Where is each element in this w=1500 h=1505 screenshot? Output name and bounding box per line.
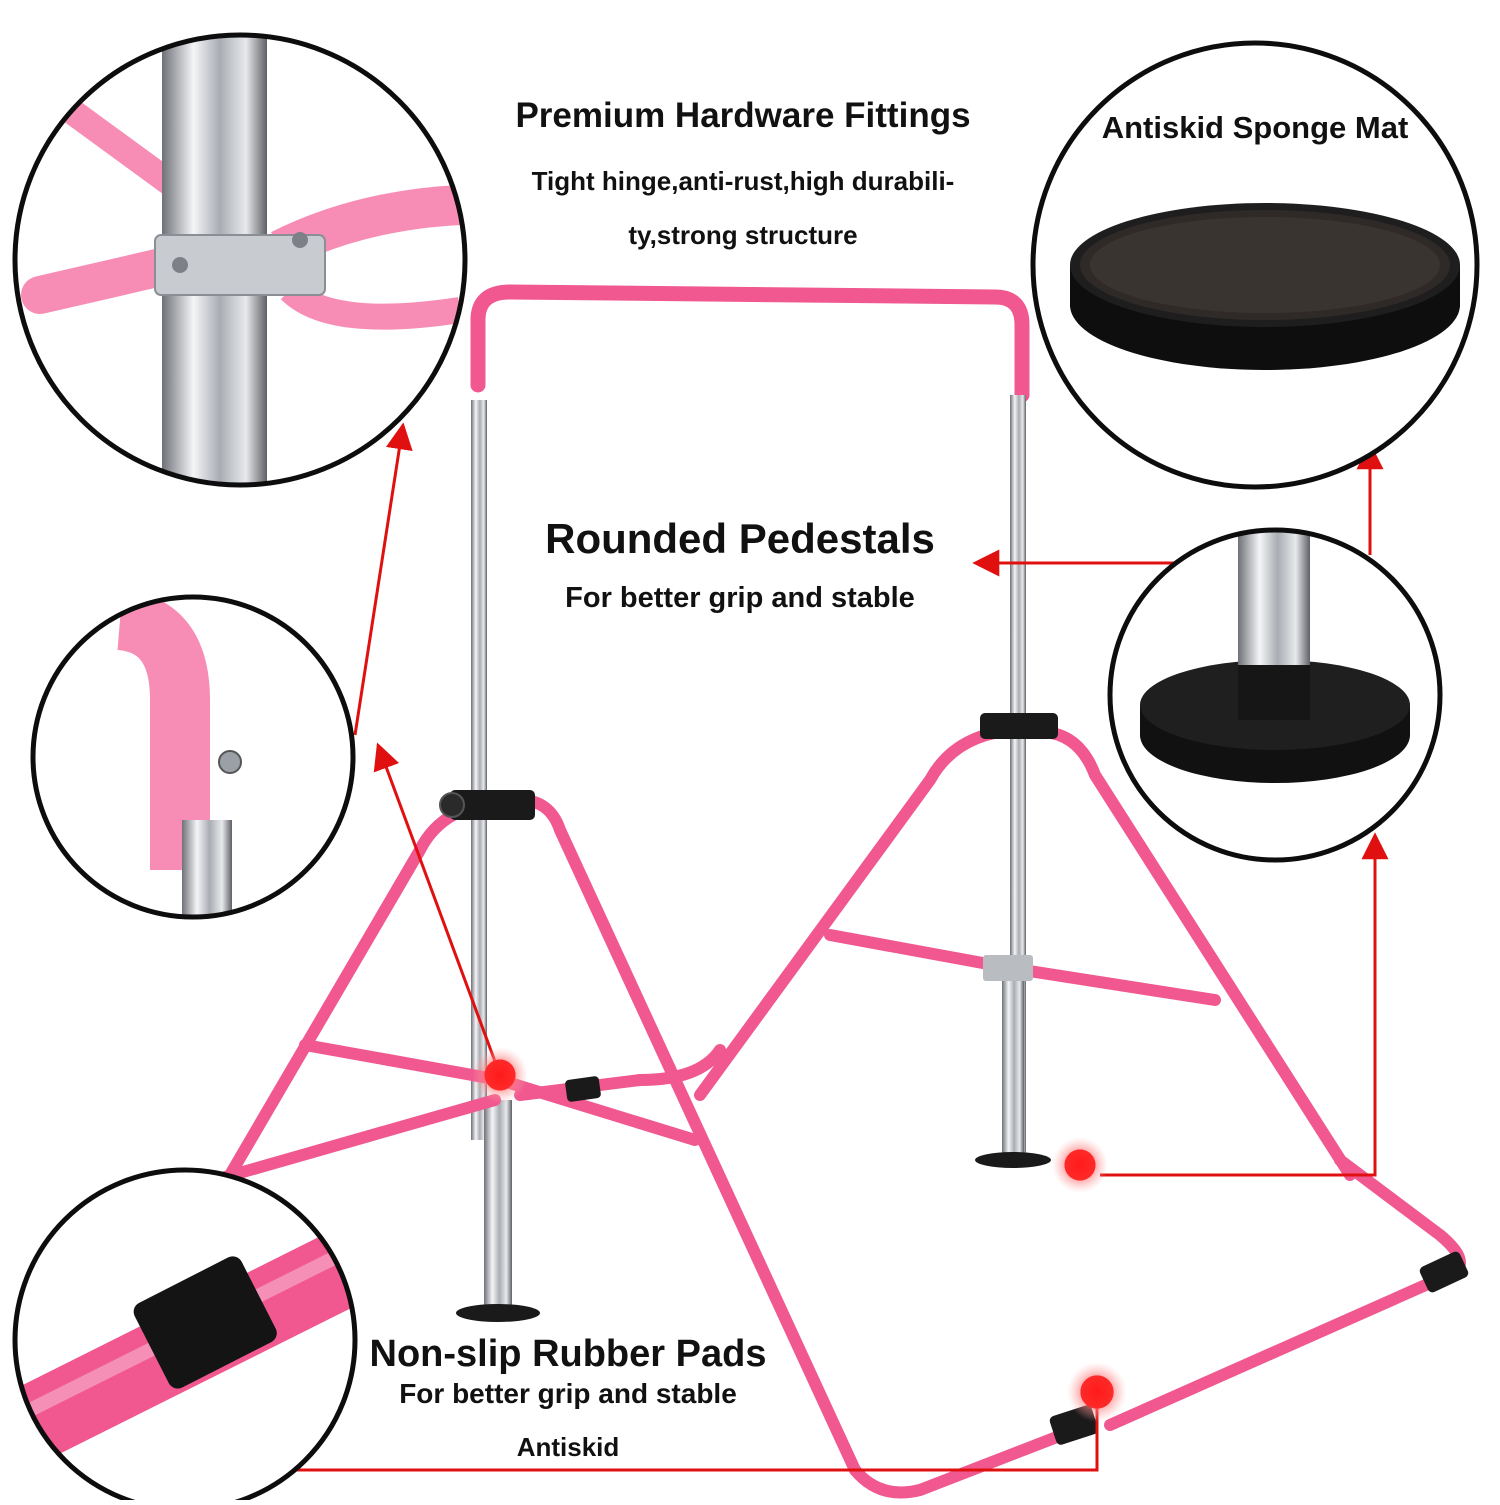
left-pedestal — [456, 1304, 540, 1322]
hotspot-dot — [1052, 1137, 1108, 1193]
hardware-title: Premium Hardware Fittings — [515, 96, 971, 135]
pedestals-title: Rounded Pedestals — [545, 515, 935, 562]
hardware-description-line2: ty,strong structure — [628, 220, 858, 250]
left-upright-pole — [471, 400, 487, 1140]
pedestals-subtitle: For better grip and stable — [565, 582, 915, 614]
sponge-mat-detail-circle — [1030, 40, 1480, 490]
antiskid-note: Antiskid — [516, 1432, 620, 1462]
hotspot-dot — [472, 1047, 528, 1103]
hardware-description-line1: Tight hinge,anti-rust,high durabili- — [531, 166, 955, 196]
rubber-pad-detail-circle — [12, 1167, 358, 1505]
hotspot-dot — [1067, 1362, 1127, 1422]
gymnastics-bar-frame — [132, 284, 1469, 1499]
right-pedestal — [975, 1152, 1051, 1168]
rubber-pads-subtitle: For better grip and stable — [399, 1378, 737, 1409]
hardware-detail-circle — [12, 32, 468, 488]
hotspot-markers — [472, 1047, 1127, 1422]
bolt-detail-circle — [30, 594, 356, 920]
rubber-pads-title: Non-slip Rubber Pads — [369, 1333, 767, 1375]
pedestal-detail-circle — [1107, 527, 1443, 863]
sponge-mat-title: Antiskid Sponge Mat — [1101, 110, 1409, 145]
